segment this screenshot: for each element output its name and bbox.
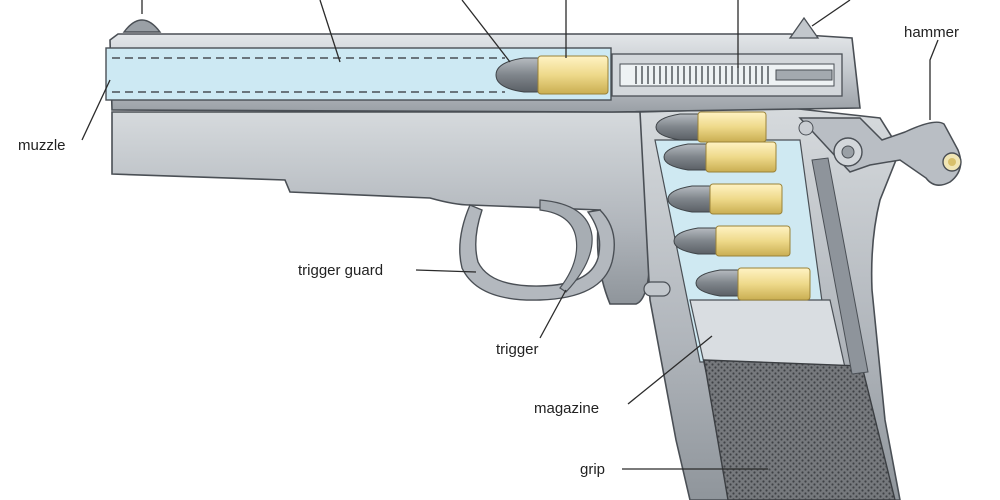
cartridge [695, 267, 811, 301]
magazine-release [643, 281, 671, 297]
label-hammer: hammer [904, 24, 959, 41]
chambered-case [537, 55, 609, 95]
hammer-leader [929, 39, 939, 120]
front-sight [122, 19, 162, 33]
trigger-shape [539, 199, 593, 293]
trigger-leader [539, 289, 567, 339]
magazine-cartridges [655, 111, 811, 301]
backstrap [811, 157, 869, 375]
firing-pin-spring [635, 66, 769, 84]
bullet-leader [461, 0, 511, 63]
magazine-leader [627, 335, 713, 405]
grip-panel [703, 359, 896, 500]
cartridge [663, 141, 777, 173]
label-muzzle: muzzle [18, 137, 66, 154]
firing-pin [775, 69, 833, 81]
trigger-guard-shape [459, 204, 615, 301]
barrel-leader [319, 0, 341, 63]
cartridge [667, 183, 783, 215]
muzzle-leader [81, 79, 111, 141]
leader-lines [81, 0, 939, 470]
rear-sight-leader [811, 0, 851, 27]
label-trigger-guard: trigger guard [298, 262, 383, 279]
cartridge [673, 225, 791, 257]
chambered-bullet [495, 57, 541, 93]
rear-sight [788, 16, 820, 39]
hammer-assembly [798, 117, 962, 186]
label-magazine: magazine [534, 400, 599, 417]
label-grip: grip [580, 461, 605, 478]
label-trigger: trigger [496, 341, 539, 358]
cartridge [655, 111, 767, 143]
trigger-guard-leader [415, 269, 477, 273]
